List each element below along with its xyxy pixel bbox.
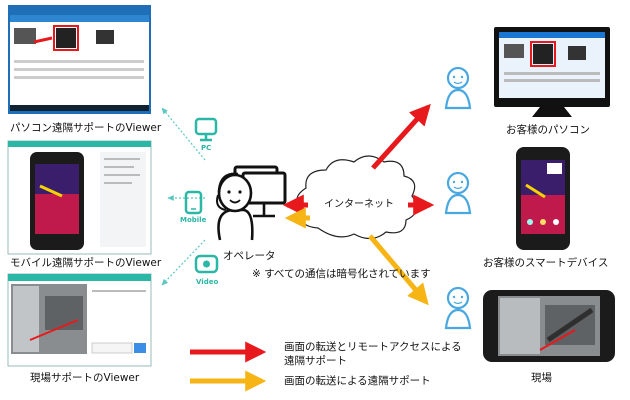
customer-smartphone xyxy=(516,147,570,250)
field-label: 現場 xyxy=(531,372,552,384)
mobile-viewer-label: モバイル遠隔サポートのViewer xyxy=(10,257,162,269)
internet-cloud xyxy=(296,155,418,240)
customer-pc-label: お客様のパソコン xyxy=(506,124,590,136)
pc-viewer-screenshot xyxy=(8,5,151,114)
pc-viewer-label: パソコン遠隔サポートのViewer xyxy=(10,122,162,134)
legend-yellow-label: 画面の転送による遠隔サポート xyxy=(284,375,431,387)
field-device xyxy=(483,290,615,362)
mobile-channel-label: Mobile xyxy=(180,216,207,224)
red-arrows xyxy=(282,103,435,216)
video-channel-icon xyxy=(194,254,219,274)
legend-red-line1: 画面の転送とリモートアクセスによる xyxy=(284,341,462,353)
legend-arrows xyxy=(190,341,267,392)
pc-channel-label: PC xyxy=(201,144,212,152)
operator-label: オペレータ xyxy=(223,250,276,262)
yellow-arrows xyxy=(284,207,429,306)
internet-label: インターネット xyxy=(324,199,394,210)
legend-red-line2: 遠隔サポート xyxy=(284,355,347,367)
mobile-viewer-screenshot xyxy=(7,140,152,255)
encryption-note: ※ すべての通信は暗号化されています xyxy=(252,268,431,280)
customer-monitor xyxy=(494,27,610,117)
user-icon-field xyxy=(444,286,472,330)
field-viewer-screenshot xyxy=(7,273,152,367)
pc-channel-icon xyxy=(194,117,218,142)
customer-smart-label: お客様のスマートデバイス xyxy=(483,257,609,269)
user-icon-smart xyxy=(444,171,472,215)
user-icon-pc xyxy=(444,66,472,110)
teal-dotted-links xyxy=(161,107,206,286)
field-viewer-label: 現場サポートのViewer xyxy=(30,372,140,384)
mobile-channel-icon xyxy=(184,190,203,215)
operator-figure xyxy=(216,165,287,241)
video-channel-label: Video xyxy=(196,278,219,286)
